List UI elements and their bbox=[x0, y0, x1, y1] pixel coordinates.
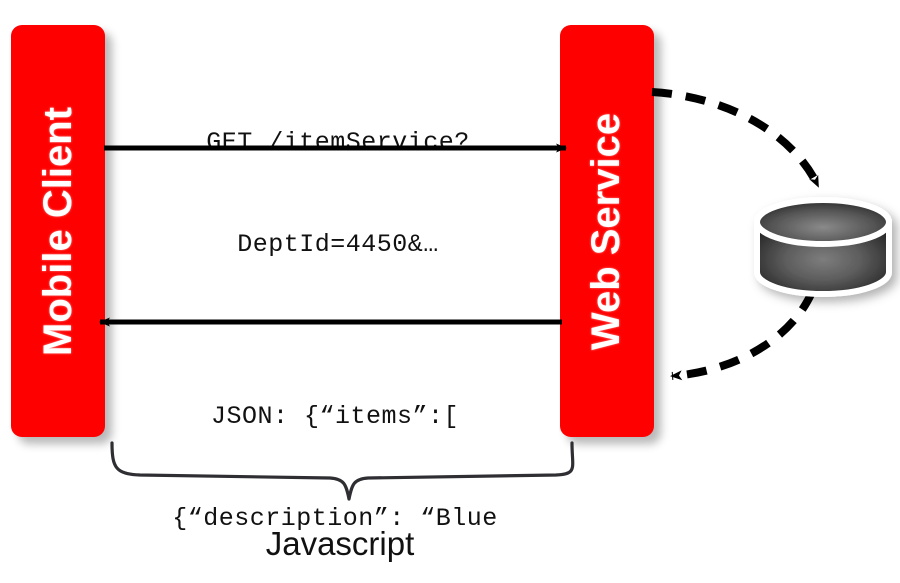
actor-mobile-client[interactable]: Mobile Client bbox=[11, 25, 105, 437]
request-message-text: GET /itemService? DeptId=4450&… bbox=[118, 58, 558, 330]
request-message-line-1: GET /itemService? bbox=[206, 128, 470, 157]
response-message-text: JSON: {“items”:[ {“description”: “Blue O… bbox=[110, 332, 560, 583]
actor-web-service[interactable]: Web Service bbox=[560, 25, 654, 437]
response-message-line-1: JSON: {“items”:[ bbox=[210, 402, 460, 431]
database-cylinder-icon[interactable] bbox=[754, 197, 892, 297]
javascript-caption: Javascript bbox=[265, 525, 415, 562]
db-result-dashed-arrow bbox=[670, 290, 816, 381]
request-message-line-2: DeptId=4450&… bbox=[237, 230, 439, 259]
response-message-line-2: {“description”: “Blue bbox=[172, 504, 498, 533]
db-query-dashed-arrow bbox=[651, 88, 822, 188]
javascript-brace bbox=[110, 441, 575, 501]
